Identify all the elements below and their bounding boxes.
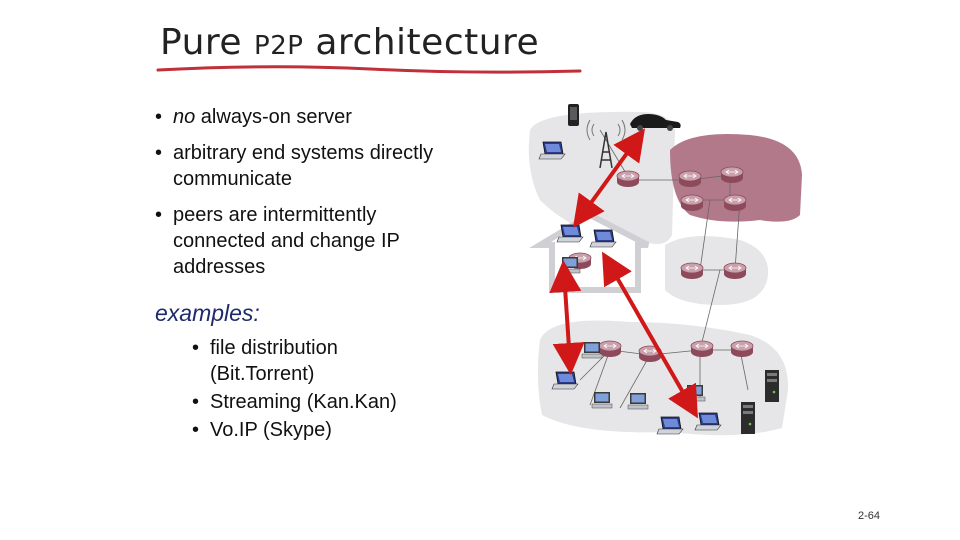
bullet-item: no always-on server — [155, 104, 445, 130]
examples-list: file distribution (Bit.Torrent) Streamin… — [192, 335, 432, 445]
desktop-icon — [559, 256, 581, 274]
router-icon — [690, 340, 714, 358]
p2p-network-diagram — [528, 104, 802, 436]
bullet-item: arbitrary end systems directly communica… — [155, 140, 445, 192]
router-icon — [598, 340, 622, 358]
desktop-icon — [581, 341, 603, 359]
desktop-icon — [627, 392, 649, 410]
server-icon — [741, 402, 755, 434]
desktop-icon — [591, 391, 613, 409]
router-icon — [680, 262, 704, 280]
router-icon — [680, 194, 704, 212]
bullet-text: arbitrary end systems directly communica… — [173, 142, 434, 190]
server-icon — [765, 370, 779, 402]
title-word-p2p: P2P — [254, 31, 304, 61]
title-word-architecture: architecture — [315, 22, 540, 63]
peer-connections — [549, 128, 698, 419]
title-word-pure: Pure — [160, 22, 243, 63]
smartphone-icon — [568, 104, 579, 126]
router-icon — [616, 170, 640, 188]
router-icon — [730, 340, 754, 358]
title-underline — [156, 65, 582, 74]
slide-title: Pure P2P architecture — [160, 22, 539, 63]
example-item: Streaming (Kan.Kan) — [192, 389, 432, 415]
bullet-text: peers are intermittently connected and c… — [173, 204, 400, 278]
bullet-item: peers are intermittently connected and c… — [155, 202, 445, 280]
router-icon — [723, 262, 747, 280]
router-icon — [720, 166, 744, 184]
router-icon — [723, 194, 747, 212]
page-number: 2-64 — [858, 510, 881, 522]
example-item: Vo.IP (Skype) — [192, 417, 432, 443]
examples-heading: examples: — [155, 300, 260, 326]
regional-network-region — [665, 236, 769, 305]
example-item: file distribution (Bit.Torrent) — [192, 335, 432, 387]
peer-arrow — [602, 251, 698, 419]
router-icon — [678, 170, 702, 188]
bullet-emphasis: no — [173, 106, 196, 128]
peer-arrow — [572, 128, 646, 228]
peer-arrow — [549, 260, 585, 375]
main-bullet-list: no always-on server arbitrary end system… — [155, 104, 445, 290]
bullet-text: always-on server — [195, 106, 352, 128]
